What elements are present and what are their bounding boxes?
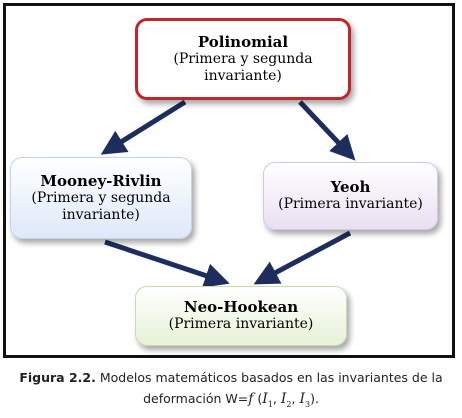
node-neo-hookean-name: Neo-Hookean	[183, 298, 299, 316]
figure-caption: Figura 2.2. Modelos matemáticos basados …	[0, 367, 462, 415]
arrow-polinomial-to-yeoh	[298, 100, 356, 161]
caption-text: Modelos matemáticos basados en las invar…	[99, 370, 443, 385]
arrow-polinomial-to-mooney	[100, 99, 187, 155]
caption-function: f	[248, 391, 254, 407]
caption-sep-1: ,	[272, 391, 281, 406]
caption-prefix: deformación W=	[143, 391, 249, 406]
caption-line-2: deformación W=f (I1, I2, I3).	[0, 388, 462, 415]
node-yeoh: Yeoh (Primera invariante)	[263, 162, 438, 230]
caption-line-1: Figura 2.2. Modelos matemáticos basados …	[0, 367, 462, 388]
caption-sep-2: ,	[291, 391, 300, 406]
arrow-yeoh-to-neo	[253, 230, 352, 285]
caption-open: (	[253, 391, 263, 406]
node-polinomial: Polinomial (Primera y segunda invariante…	[135, 18, 351, 100]
node-polinomial-name: Polinomial	[197, 32, 289, 51]
node-mooney-rivlin-desc: (Primera y segunda invariante)	[31, 189, 171, 223]
caption-invariant-2: I2	[280, 391, 292, 409]
arrow-mooney-to-neo	[104, 239, 230, 288]
caption-label: Figura 2.2.	[19, 370, 96, 385]
caption-invariant-3: I3	[299, 391, 311, 409]
node-mooney-rivlin: Mooney-Rivlin (Primera y segunda invaria…	[10, 157, 192, 239]
node-yeoh-name: Yeoh	[330, 178, 371, 196]
caption-invariant-1: I1	[262, 391, 273, 409]
node-mooney-rivlin-name: Mooney-Rivlin	[40, 171, 162, 190]
node-yeoh-desc: (Primera invariante)	[278, 196, 423, 212]
node-polinomial-desc: (Primera y segunda invariante)	[173, 50, 313, 84]
node-neo-hookean: Neo-Hookean (Primera invariante)	[135, 286, 347, 346]
caption-close: ).	[310, 391, 319, 406]
node-neo-hookean-desc: (Primera invariante)	[168, 316, 314, 332]
